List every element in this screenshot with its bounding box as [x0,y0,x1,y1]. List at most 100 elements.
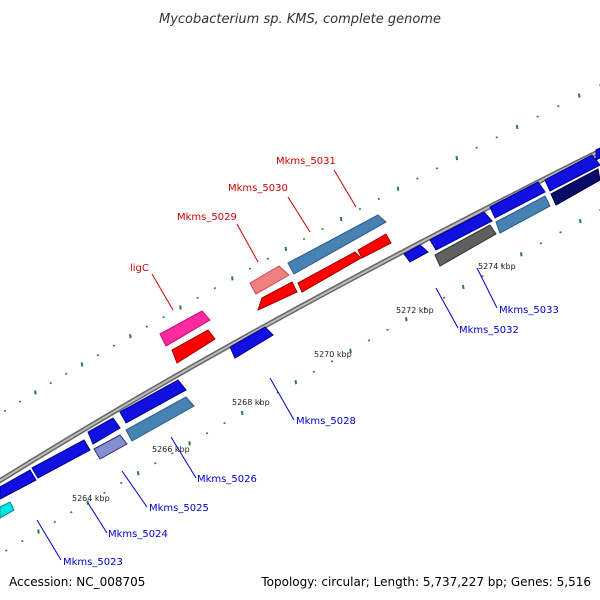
scale-tick-dot [37,529,40,534]
scale-tick-dot [339,216,343,222]
scale-tick-dot [120,481,123,485]
callout-lines [36,169,498,561]
gene-label-mkms-5026[interactable]: Mkms_5026 [197,474,257,485]
gene-label-mkms-5025[interactable]: Mkms_5025 [149,503,209,514]
tick-label-5274: 5274 kbp [478,262,516,271]
gene-label-mkms-5033[interactable]: Mkms_5033 [499,305,559,316]
gene-arrow-upper-d[interactable] [544,154,600,192]
gene-arrow-mkms-5025[interactable] [93,434,128,460]
gene-arrow-mkms-5029-b[interactable] [257,281,298,311]
gene-label-mkms-5028[interactable]: Mkms_5028 [296,416,356,427]
gene-arrow-mkms-5029[interactable] [249,265,290,295]
gene-arrow-upper-g[interactable] [31,439,91,479]
scale-tick-dot [312,370,316,373]
tick-label-5268: 5268 kbp [232,398,270,407]
scale-tick-dot [559,231,562,234]
scale-tick-dot [557,104,560,108]
scale-tick-dot [196,296,199,299]
scale-tick-dot [405,317,408,322]
scale-tick-dot [179,305,182,310]
gene-label-mkms-5029[interactable]: Mkms_5029 [177,212,237,223]
scale-tick-dot [455,155,459,161]
scale-tick-dot [539,242,543,245]
gene-arrow-upper-i[interactable] [595,147,600,161]
dotted-guides [3,84,600,552]
gene-arrow-mkms-5023[interactable] [0,501,15,519]
gene-arrow-lower-k[interactable] [550,168,600,206]
scale-tick-dot [475,146,478,149]
scale-tick-dot [33,390,37,395]
scale-tick-dot [302,237,306,241]
scale-tick-dot [80,362,84,367]
scale-tick-dot [321,227,324,231]
gene-label-mkms-5023[interactable]: Mkms_5023 [63,557,123,568]
tick-label-5264: 5264 kbp [72,494,110,503]
gene-arrow-lower-l[interactable] [403,244,429,263]
scale-tick-dot [205,432,209,435]
gene-arrow-upper-b[interactable] [429,211,493,251]
kbp-scale: 5264 kbp 5266 kbp 5268 kbp 5270 kbp 5272… [72,262,516,503]
scale-tick-dot [500,264,504,267]
gene-arrow-upper-e[interactable] [119,379,187,424]
gene-arrow-upper-a[interactable] [229,326,274,359]
scale-tick-dot [294,380,298,385]
scale-tick-dot [481,275,484,278]
genome-summary: Topology: circular; Length: 5,737,227 bp… [260,575,591,589]
scale-tick-dot [21,539,24,543]
scale-tick-dot [284,246,288,252]
scale-tick-dot [64,372,68,375]
gene-arrow-mkms-5026[interactable] [125,396,195,442]
scale-tick-dot [536,115,539,118]
map-title: Mycobacterium sp. KMS, complete genome [159,12,441,27]
scale-tick-dot [240,410,244,416]
scale-tick-dot [519,252,523,257]
scale-tick-dot [53,520,57,524]
scale-tick-dot [358,207,362,211]
scale-tick-dot [3,409,7,412]
gene-label-mkms-5030[interactable]: Mkms_5030 [228,183,288,194]
scale-tick-dot [223,422,226,425]
scale-tick-dot [377,197,381,200]
gene-arrow-mkms-5032[interactable] [434,224,497,267]
gene-label-mkms-5024[interactable]: Mkms_5024 [108,529,168,540]
scale-tick-dot [162,315,165,319]
scale-tick-dot [145,325,149,328]
scale-tick-dot [435,167,439,170]
gene-label-mkms-5032[interactable]: Mkms_5032 [459,325,519,336]
gene-arrow-mkms-5030-b[interactable] [357,233,392,259]
gene-label-mkms-5031[interactable]: Mkms_5031 [276,156,336,167]
gene-arrow-ligC[interactable] [159,310,211,347]
scale-tick-dot [579,219,582,224]
gene-arrow-mkms-5033[interactable] [495,195,551,234]
scale-tick-dot [5,549,8,552]
scale-tick-dot [423,307,427,310]
gene-arrow-mkms-5031[interactable] [287,214,387,275]
scale-tick-dot [349,348,352,354]
gene-label-ligC[interactable]: ligC [130,263,149,274]
scale-tick-dot [442,296,446,299]
scale-tick-dot [231,276,234,281]
gene-arrow-upper-c[interactable] [489,181,546,219]
scale-tick-dot [171,452,174,455]
tick-label-5270: 5270 kbp [314,350,352,359]
accession-label: Accession: NC_008705 [9,575,145,589]
scale-tick-dot [577,93,581,98]
scale-tick-dot [112,344,116,347]
scale-tick-dot [367,339,371,342]
scale-tick-dot [258,401,262,404]
scale-tick-dot [386,328,389,331]
gene-labels: ligC Mkms_5029 Mkms_5030 Mkms_5031 Mkms_… [63,156,559,568]
gene-arrow-mkms-5030-a[interactable] [297,251,362,293]
gene-arrow-upper-h[interactable] [0,469,37,500]
tick-label-5266: 5266 kbp [152,445,190,454]
gene-arrow-upper-f[interactable] [87,417,121,445]
scale-tick-dot [129,334,132,339]
gene-arrow-ligC-b[interactable] [171,329,216,364]
scale-tick-dot [136,471,140,476]
scale-tick-dot [416,177,419,180]
scale-tick-dot [86,500,90,505]
scale-tick-dot [330,360,334,363]
scale-tick-dot [96,353,100,357]
scale-tick-dot [103,491,106,494]
